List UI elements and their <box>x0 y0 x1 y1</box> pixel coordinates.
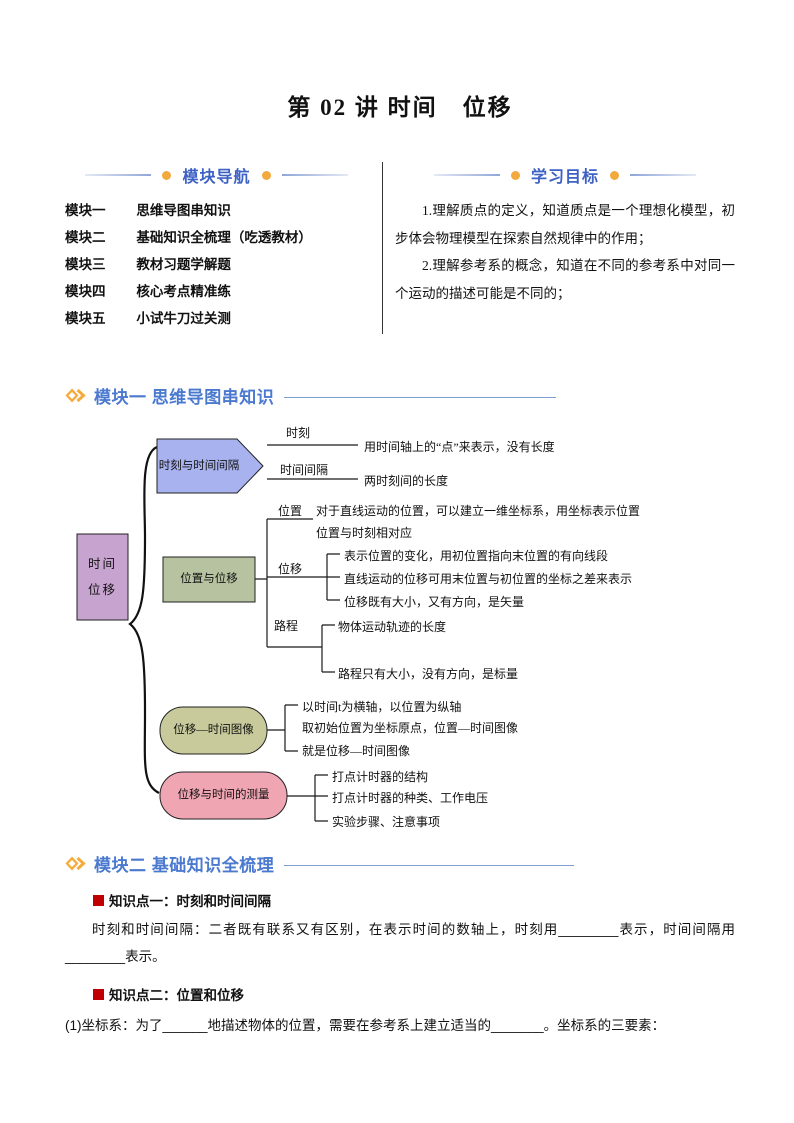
nav-item-text: 基础知识全梳理（吃透教材） <box>136 230 312 245</box>
objectives-header: 学习目标 <box>395 162 735 188</box>
red-square-icon <box>93 988 104 1000</box>
nav-item-module4: 模块四 核心考点精准练 <box>65 278 368 305</box>
double-diamond-icon <box>65 856 86 870</box>
branch-text: 就是位移—时间图像 <box>302 744 411 758</box>
knowledge-point-1: 知识点一：时刻和时间间隔 <box>93 890 735 910</box>
double-diamond-icon <box>65 388 86 402</box>
nav-item-module3: 模块三 教材习题学解题 <box>65 251 368 278</box>
mindmap-root-node: 时间 位移 <box>77 534 128 620</box>
module1-title: 模块一 思维导图串知识 <box>94 387 275 407</box>
node-xt-graph: 位移—时间图像 <box>173 724 254 737</box>
knowledge-point-2-body: (1)坐标系：为了______地描述物体的位置，需要在参考系上建立适当的____… <box>65 1018 666 1033</box>
mindmap-connectors <box>76 438 358 822</box>
nav-item-label: 模块一 <box>65 203 106 218</box>
nav-item-text: 小试牛刀过关测 <box>136 311 231 326</box>
decor-line <box>281 174 348 176</box>
red-square-icon <box>93 894 104 906</box>
orange-dot-icon <box>162 170 172 180</box>
branch-label: 位移 <box>278 562 303 576</box>
branch-text: 对于直线运动的位置，可以建立一维坐标系，用坐标表示位置 <box>316 504 641 518</box>
decor-line <box>85 174 152 176</box>
branch-text: 物体运动轨迹的长度 <box>338 620 447 634</box>
nav-header: 模块导航 <box>65 162 368 188</box>
orange-dot-icon <box>510 170 520 180</box>
nav-header-title: 模块导航 <box>182 169 251 186</box>
branch-label: 位置 <box>278 504 303 518</box>
knowledge-point-2: 知识点二：位置和位移 <box>93 984 735 1004</box>
orange-dot-icon <box>610 170 619 180</box>
nav-list: 模块一 思维导图串知识 模块二 基础知识全梳理（吃透教材） 模块三 教材习题学解… <box>65 197 368 332</box>
orange-dot-icon <box>261 170 271 180</box>
mindmap: 时间 位移 时刻与时间间隔 位置与位移 位移—时间图像 位移与时间的测量 时刻 … <box>60 422 735 840</box>
node-position-displacement: 位置与位移 <box>180 573 238 586</box>
page-title: 第 02 讲 时间 位移 <box>287 95 513 120</box>
arrow-node-shape <box>156 438 264 494</box>
decor-line <box>433 174 500 176</box>
header-rule <box>284 864 575 867</box>
branch-lines <box>255 444 358 822</box>
nav-column: 模块导航 模块一 思维导图串知识 模块二 基础知识全梳理（吃透教材） 模块三 教… <box>65 162 383 334</box>
knowledge-point-2-title: 知识点二：位置和位移 <box>109 988 244 1003</box>
root-node-shape <box>76 533 129 621</box>
objectives-header-title: 学习目标 <box>530 169 599 186</box>
branch-text: 实验步骤、注意事项 <box>332 815 441 829</box>
branch-text: 直线运动的位移可用末位置与初位置的坐标之差来表示 <box>344 572 633 586</box>
objective-paragraph: 1.理解质点的定义，知道质点是一个理想化模型，初步体会物理模型在探索自然规律中的… <box>395 203 735 246</box>
branch-text: 打点计时器的结构 <box>332 770 429 784</box>
branch-text: 打点计时器的种类、工作电压 <box>332 791 489 805</box>
node-measurement: 位移与时间的测量 <box>177 789 270 802</box>
branch-text: 位移既有大小，又有方向，是矢量 <box>344 595 525 609</box>
nav-item-label: 模块五 <box>65 311 106 326</box>
branch-label: 时间间隔 <box>280 463 329 477</box>
nav-item-label: 模块三 <box>65 257 106 272</box>
nav-item-label: 模块二 <box>65 230 106 245</box>
branch-label: 路程 <box>274 619 299 633</box>
branch-text: 路程只有大小，没有方向，是标量 <box>338 667 519 681</box>
objectives-column: 学习目标 1.理解质点的定义，知道质点是一个理想化模型，初步体会物理模型在探索自… <box>383 162 735 334</box>
rect-node-shape <box>162 556 256 603</box>
root-label-line1: 时间 <box>87 557 117 572</box>
nav-item-module2: 模块二 基础知识全梳理（吃透教材） <box>65 224 368 251</box>
module1-header: 模块一 思维导图串知识 <box>65 382 735 408</box>
branch-text: 表示位置的变化，用初位置指向末位置的有向线段 <box>344 549 609 563</box>
nav-item-text: 思维导图串知识 <box>136 203 231 218</box>
branch-text: 用时间轴上的“点”来表示，没有长度 <box>364 440 555 454</box>
nav-item-module5: 模块五 小试牛刀过关测 <box>65 305 368 332</box>
module2-title: 模块二 基础知识全梳理 <box>94 855 275 875</box>
node-time-interval: 时刻与时间间隔 <box>158 459 240 472</box>
nav-item-label: 模块四 <box>65 284 106 299</box>
knowledge-point-1-title: 知识点一：时刻和时间间隔 <box>109 894 271 909</box>
nav-item-module1: 模块一 思维导图串知识 <box>65 197 368 224</box>
nav-item-text: 核心考点精准练 <box>136 284 231 299</box>
branch-label: 时刻 <box>286 426 311 440</box>
decor-line <box>630 174 696 176</box>
header-rule <box>284 396 557 399</box>
objective-paragraph: 2.理解参考系的概念，知道在不同的参考系中对同一个运动的描述可能是不同的； <box>395 258 735 302</box>
branch-text: 以时间t为横轴，以位置为纵轴 <box>302 700 462 714</box>
nav-item-text: 教材习题学解题 <box>136 257 231 272</box>
brace-shape <box>128 445 160 794</box>
root-label-line2: 位移 <box>87 582 117 597</box>
header-columns: 模块导航 模块一 思维导图串知识 模块二 基础知识全梳理（吃透教材） 模块三 教… <box>65 162 735 334</box>
branch-text: 取初始位置为坐标原点，位置—时间图像 <box>302 721 519 735</box>
knowledge-point-1-body: 时刻和时间间隔：二者既有联系又有区别，在表示时间的数轴上，时刻用________… <box>65 922 735 964</box>
module2-header: 模块二 基础知识全梳理 <box>65 850 735 876</box>
branch-text: 两时刻间的长度 <box>364 474 449 488</box>
branch-text: 位置与时刻相对应 <box>316 526 413 540</box>
